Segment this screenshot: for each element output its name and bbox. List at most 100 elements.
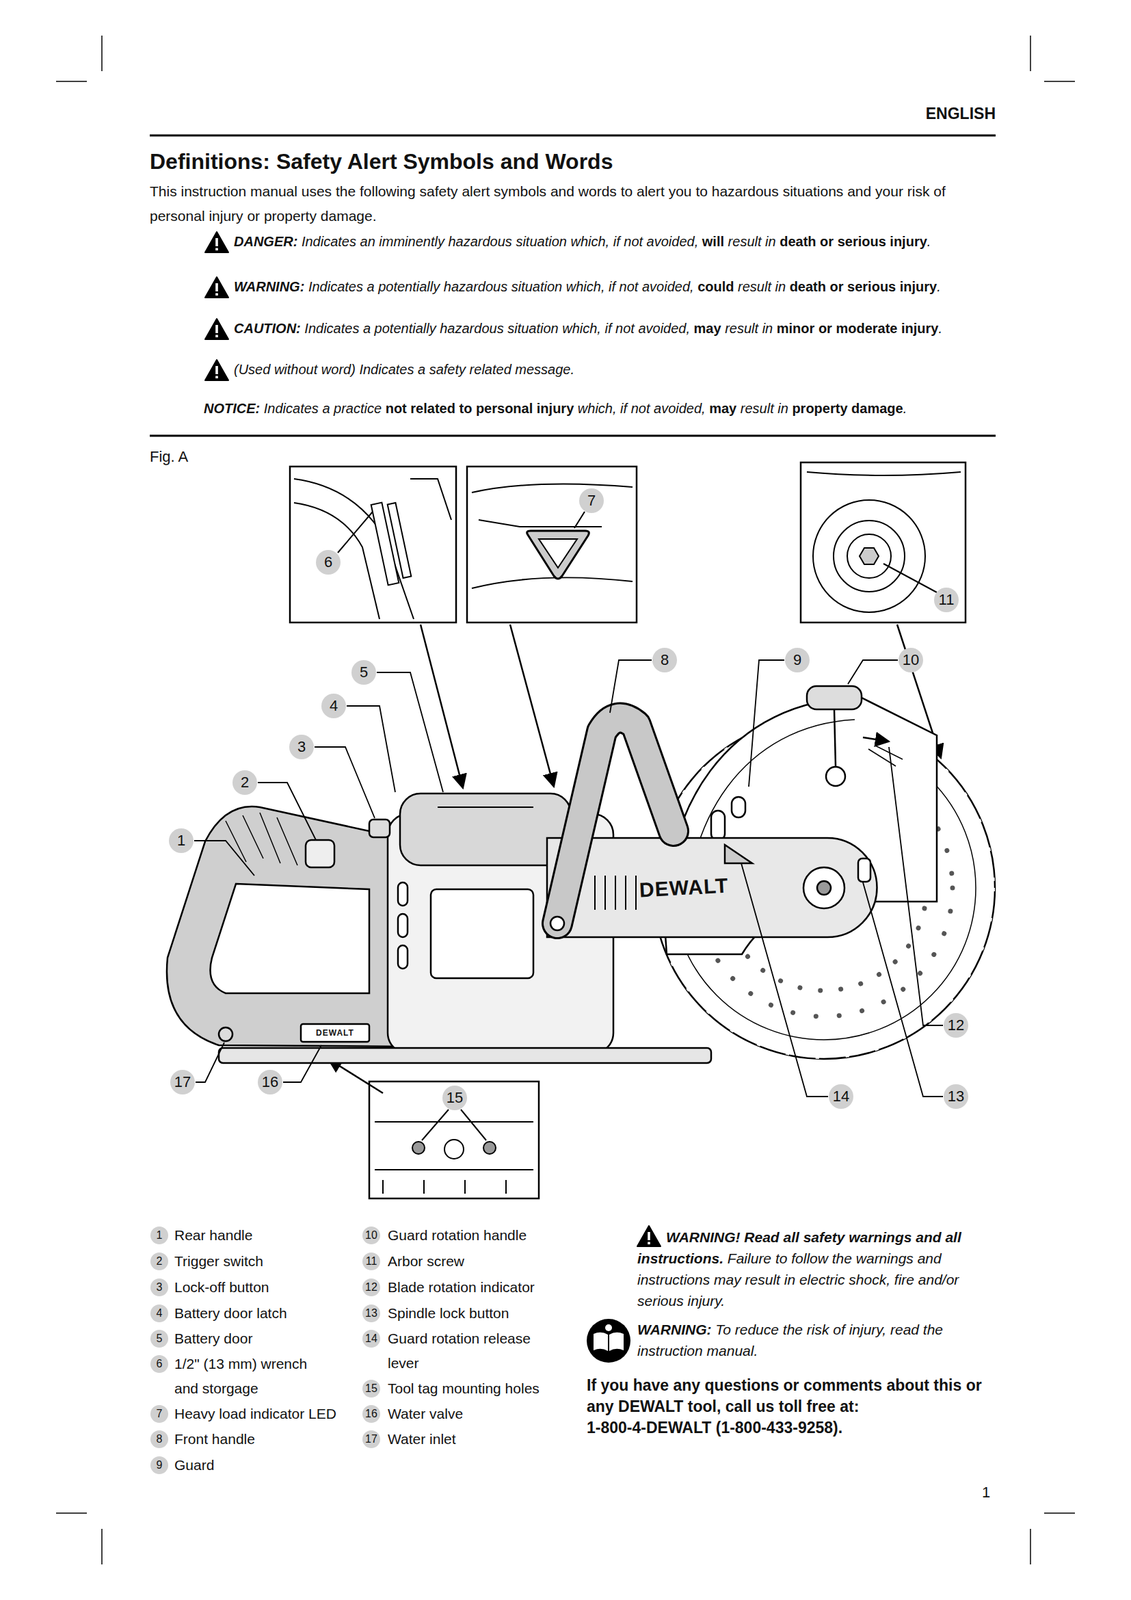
- text-run: result in: [728, 233, 777, 249]
- safety-warning: WARNING! Read all safety warnings and al…: [637, 1226, 996, 1311]
- text-run: Water inlet: [387, 1430, 457, 1447]
- leader-lines: [194, 659, 943, 1097]
- legend-number: 12: [362, 1278, 381, 1296]
- text-run: Battery door latch: [174, 1304, 288, 1321]
- signal-word-definition: DANGER: Indicates an imminently hazardou…: [233, 232, 997, 251]
- callout-number: 15: [442, 1085, 468, 1110]
- text-run: result in: [740, 400, 789, 416]
- callout-number: 12: [943, 1012, 969, 1038]
- text-run: ENGLISH: [925, 104, 996, 123]
- text-run: Guard: [174, 1456, 215, 1473]
- callout-number: 8: [652, 647, 677, 673]
- text-run: .: [938, 320, 943, 336]
- text-run: Front handle: [174, 1430, 256, 1447]
- callout-number: 14: [828, 1083, 854, 1109]
- text-run: Water valve: [387, 1405, 463, 1421]
- text-run: death or serious injury: [779, 233, 928, 249]
- text-run: will: [702, 233, 725, 249]
- crop-marks: [56, 35, 1075, 1564]
- text-run: may: [694, 320, 722, 336]
- intro-text: This instruction manual uses the followi…: [149, 179, 996, 229]
- part-name: Guard rotation handle: [387, 1222, 565, 1248]
- callout-number: 4: [321, 693, 347, 718]
- page-title: Definitions: Safety Alert Symbols and Wo…: [149, 147, 613, 176]
- callout-number: 13: [943, 1083, 969, 1109]
- part-name: Battery door latch: [174, 1300, 359, 1326]
- text-run: Guard rotation release lever: [387, 1329, 531, 1371]
- text-run: Indicates a practice: [263, 400, 382, 416]
- text-run: Trigger switch: [174, 1252, 264, 1269]
- callout-number: 3: [289, 734, 314, 760]
- rules: [149, 135, 996, 436]
- signal-word-definition: (Used without word) Indicates a safety r…: [233, 360, 997, 379]
- text-run: Indicates a potentially hazardous situat…: [308, 278, 695, 295]
- manual-warning: WARNING: To reduce the risk of injury, r…: [637, 1318, 996, 1361]
- text-run: .: [936, 278, 941, 295]
- callout-number: 10: [898, 647, 924, 673]
- callout-number: 2: [232, 769, 258, 795]
- part-name: Rear handle: [174, 1222, 359, 1248]
- text-run: Indicates a potentially hazardous situat…: [304, 320, 690, 336]
- text-run: death or serious injury: [789, 278, 938, 295]
- signal-word-definition: WARNING: Indicates a potentially hazardo…: [233, 277, 997, 297]
- legend-number: 5: [150, 1329, 169, 1348]
- text-run: Indicates an imminently hazardous situat…: [301, 233, 699, 249]
- part-name: Heavy load indicator LED: [174, 1401, 359, 1426]
- signal-word-definition: CAUTION: Indicates a potentially hazardo…: [233, 319, 997, 338]
- legend-number: 13: [362, 1304, 381, 1322]
- part-name: 1/2" (13 mm) wrench and storgage: [174, 1351, 331, 1401]
- part-name: Arbor screw: [387, 1248, 565, 1274]
- text-run: (Used without word) Indicates a safety r…: [233, 361, 575, 377]
- text-run: minor or moderate injury: [776, 320, 939, 336]
- brand-badge: DEWALT: [315, 1027, 355, 1038]
- text-run: This instruction manual uses the followi…: [149, 183, 946, 224]
- text-run: WARNING:: [233, 278, 305, 295]
- legend-number: 1: [150, 1226, 169, 1244]
- inset-arbor: [806, 471, 961, 612]
- inset-wrench: [294, 478, 452, 619]
- part-name: Water inlet: [387, 1426, 565, 1452]
- part-name: Battery door: [174, 1325, 359, 1351]
- callout-number: 16: [257, 1069, 283, 1095]
- inset-led: [471, 484, 633, 589]
- text-run: CAUTION:: [233, 320, 301, 336]
- text-run: Arbor screw: [387, 1252, 465, 1269]
- text-run: Guard rotation handle: [387, 1226, 527, 1243]
- legend-number: 8: [150, 1429, 169, 1448]
- text-run: could: [697, 278, 734, 295]
- callout-number: 6: [315, 549, 341, 575]
- callout-number: 5: [351, 659, 377, 685]
- legend-number: 4: [150, 1304, 169, 1322]
- text-run: .: [927, 233, 932, 249]
- text-run: Lock-off button: [174, 1278, 270, 1295]
- part-name: Trigger switch: [174, 1248, 359, 1274]
- inset-frames: [289, 462, 966, 1199]
- legend-number: 6: [150, 1354, 169, 1373]
- legend-number: 14: [362, 1329, 381, 1348]
- part-name: Tool tag mounting holes: [387, 1375, 565, 1401]
- contact-info: If you have any questions or comments ab…: [586, 1374, 997, 1439]
- text-run: property damage: [791, 400, 903, 416]
- text-run: Battery door: [174, 1329, 253, 1346]
- figure-label: Fig. A: [149, 447, 287, 467]
- text-run: result in: [737, 278, 786, 295]
- part-name: Guard rotation release lever: [387, 1325, 565, 1376]
- legend-number: 11: [362, 1252, 381, 1270]
- callout-number: 17: [170, 1069, 195, 1095]
- page-number: 1: [981, 1482, 1010, 1502]
- text-run: Rear handle: [174, 1226, 253, 1243]
- part-name: Front handle: [174, 1426, 359, 1452]
- text-run: 1-800-4-DEWALT (1-800-433-9258).: [586, 1416, 997, 1439]
- legend-number: 16: [362, 1404, 381, 1423]
- callout-number: 1: [168, 828, 194, 853]
- text-run: If you have any questions or comments ab…: [586, 1375, 982, 1415]
- notice-definition: NOTICE: Indicates a practice not related…: [203, 399, 997, 418]
- text-run: not related to personal injury: [385, 400, 575, 416]
- manual-icon: [586, 1318, 631, 1363]
- text-run: Heavy load indicator LED: [174, 1405, 337, 1421]
- text-run: Fig. A: [149, 447, 189, 465]
- text-run: may: [709, 400, 737, 416]
- callout-number: 11: [934, 587, 959, 612]
- text-run: Blade rotation indicator: [387, 1278, 535, 1295]
